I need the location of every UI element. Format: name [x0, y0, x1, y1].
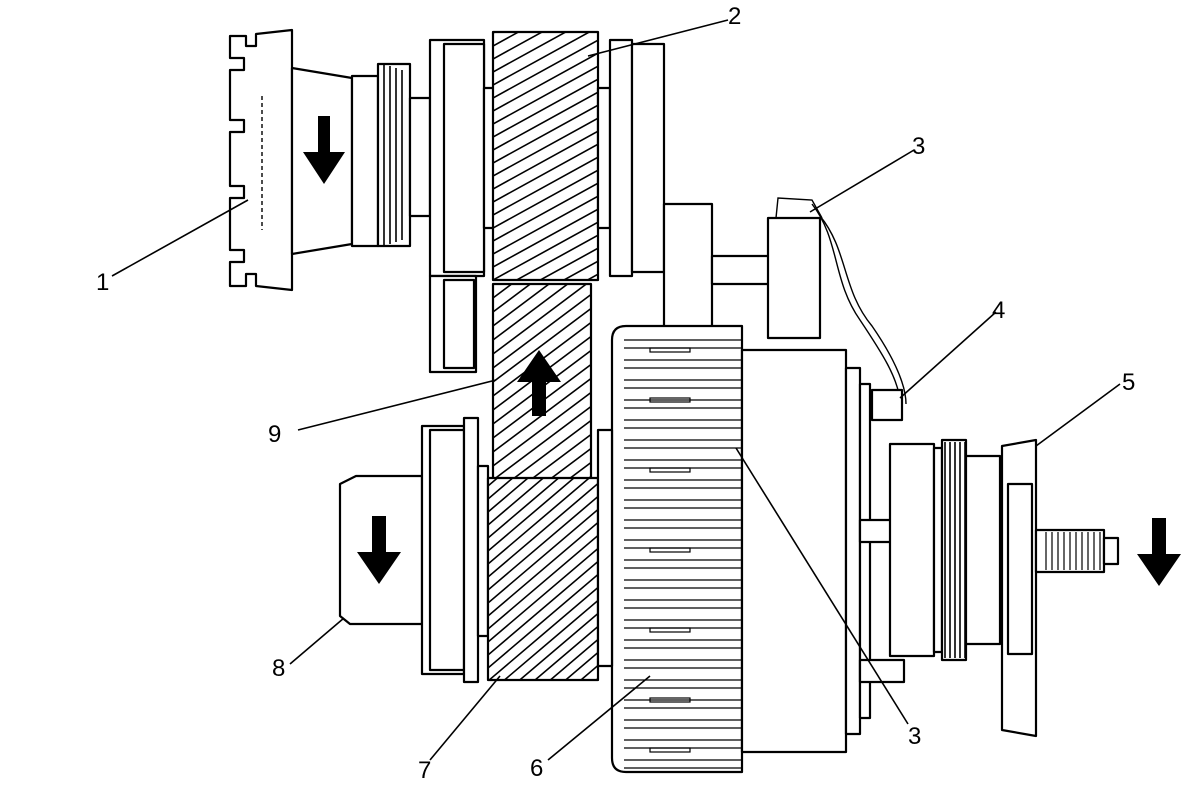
gear-tooth — [493, 91, 598, 151]
callout-labels: 1 2 3 4 5 9 8 3 7 6 — [96, 3, 1135, 784]
gear-teeth — [488, 478, 598, 680]
top-helical-gear-part-2 — [491, 0, 666, 282]
gear-tooth — [488, 547, 598, 643]
gear-tooth — [488, 586, 598, 680]
gear-tooth — [493, 65, 598, 125]
leader-lines — [111, 19, 1121, 761]
hub-keyway — [649, 697, 691, 703]
gear-tooth — [488, 478, 514, 500]
gear-tooth — [549, 638, 598, 680]
hub-keyway — [649, 397, 691, 403]
gear-tooth — [493, 307, 591, 383]
hub-keyway — [649, 747, 691, 753]
gear-tooth — [488, 478, 591, 565]
gear-tooth — [493, 143, 598, 203]
bearing-seal-assembly — [888, 438, 1002, 662]
gear-tooth — [493, 78, 598, 138]
arrow-down-icon — [357, 516, 401, 584]
input-yoke-part-1 — [228, 28, 432, 292]
gear-tooth — [493, 405, 591, 481]
idler-gear-part-9 — [491, 282, 593, 486]
gear-tooth — [493, 284, 551, 327]
gear-tooth — [488, 478, 560, 539]
gear-tooth — [488, 521, 598, 617]
callout-3-bottom: 3 — [908, 723, 921, 750]
output-shaft-upper — [662, 197, 907, 405]
gear-tooth — [518, 612, 598, 680]
gear-tooth — [538, 247, 598, 280]
gear-tooth — [488, 478, 576, 552]
output-flange-part-5 — [1000, 438, 1181, 738]
callout-5: 5 — [1122, 369, 1135, 396]
gear-tooth — [493, 130, 598, 190]
gear-tooth — [488, 508, 598, 604]
gear-tooth — [561, 461, 591, 484]
gear-tooth — [488, 478, 545, 526]
gear-tooth — [488, 560, 598, 656]
gear-tooth — [493, 293, 591, 369]
gear-tooth — [493, 32, 592, 86]
gear-tooth — [523, 433, 591, 484]
gear-tooth — [542, 447, 591, 484]
callout-3-top: 3 — [912, 133, 925, 160]
gear-tooth — [493, 32, 568, 73]
gear-tooth — [493, 391, 591, 467]
callout-2: 2 — [728, 3, 741, 30]
hub-splines — [624, 339, 742, 769]
gear-tooth — [493, 284, 532, 313]
callout-8: 8 — [272, 655, 285, 682]
gear-tooth — [562, 260, 598, 280]
clutch-drum-housing — [740, 348, 906, 754]
gear-tooth — [493, 284, 588, 355]
arrow-down-icon — [1137, 518, 1181, 586]
callout-7: 7 — [418, 757, 431, 784]
upper-bearing-stack — [428, 38, 496, 374]
gear-tooth — [488, 534, 598, 630]
gear-tooth — [493, 221, 598, 280]
gear-tooth — [493, 32, 497, 34]
gear-tooth — [493, 39, 598, 99]
gear-tooth — [493, 156, 598, 216]
lower-helical-gear-part-7 — [486, 428, 614, 682]
gear-tooth — [533, 625, 598, 680]
arrow-down-icon — [303, 116, 345, 184]
callout-6: 6 — [530, 755, 543, 782]
gear-tooth — [503, 599, 598, 680]
gear-tooth — [564, 651, 598, 680]
gear-tooth — [493, 284, 513, 299]
gear-tooth — [493, 284, 569, 341]
input-drum-part-8 — [338, 416, 490, 684]
gear-tooth — [493, 195, 598, 255]
arrow-up-icon — [517, 350, 561, 416]
yoke-ribs — [383, 64, 403, 246]
gear-tooth — [493, 182, 598, 242]
gear-tooth — [493, 32, 544, 60]
gear-tooth — [488, 482, 598, 578]
callout-9: 9 — [268, 421, 281, 448]
gear-tooth — [493, 32, 521, 47]
gear-tooth — [493, 169, 598, 229]
gear-tooth — [493, 208, 598, 268]
gear-tooth — [514, 234, 598, 280]
gear-tooth — [493, 104, 598, 164]
clutch-hub-part-6 — [610, 324, 744, 774]
hub-keyway — [649, 467, 691, 473]
output-shaft-splines — [1045, 532, 1101, 570]
hub-keyway — [649, 627, 691, 633]
gear-tooth — [493, 0, 598, 20]
gear-teeth — [493, 0, 598, 280]
callout-1: 1 — [96, 269, 109, 296]
gear-tooth — [488, 478, 530, 513]
gear-tooth — [493, 52, 598, 112]
gear-tooth — [493, 117, 598, 177]
hub-keyway — [649, 547, 691, 553]
callout-4: 4 — [992, 297, 1005, 324]
gear-tooth — [488, 495, 598, 591]
gear-tooth — [488, 573, 598, 669]
hub-keyway — [649, 347, 691, 353]
